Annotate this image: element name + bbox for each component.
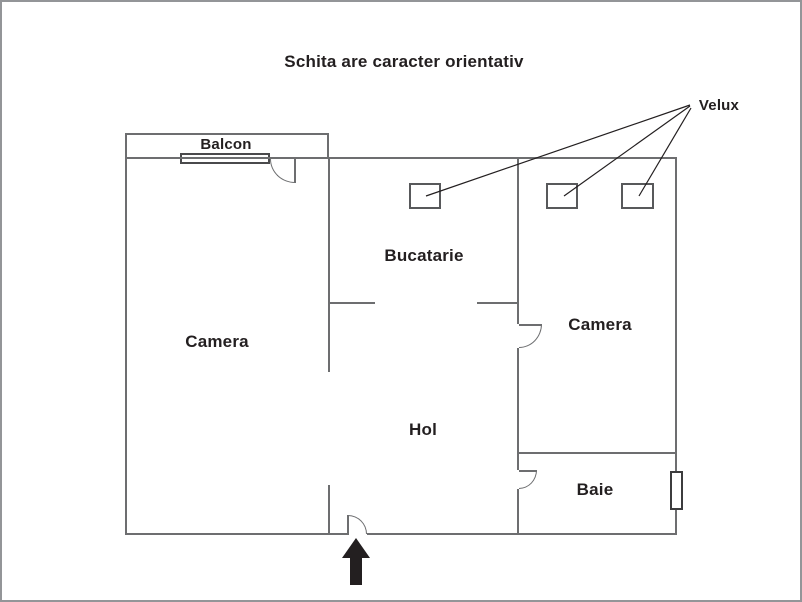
room-label-hall: Hol: [409, 420, 437, 439]
wall-bottom-left-segment: [125, 533, 347, 535]
camera-right-door-leaf: [519, 324, 542, 326]
wall-top-right-segment: [295, 157, 677, 159]
entrance-arrow-icon: [342, 538, 370, 585]
wall-bathroom-top: [517, 452, 677, 454]
entrance-door-leaf: [347, 515, 349, 535]
wall-right: [675, 157, 677, 535]
skylight-square-3: [621, 183, 654, 209]
skylight-square-2: [546, 183, 578, 209]
balcony-door-leaf: [294, 159, 296, 183]
bathroom-window: [670, 471, 683, 510]
camera-right-door-arc: [519, 324, 542, 348]
wall-camera-left-upper: [328, 157, 330, 372]
entrance-door-arc: [348, 515, 367, 534]
wall-top-left-segment: [125, 157, 270, 159]
room-label-camera-left: Camera: [185, 332, 249, 351]
wall-camera-right-upper: [517, 157, 519, 324]
room-label-balcony: Balcon: [200, 136, 252, 153]
wall-left: [125, 157, 127, 535]
room-label-kitchen: Bucatarie: [384, 246, 464, 265]
wall-bottom-right-segment: [367, 533, 677, 535]
plan-title: Schita are caracter orientativ: [284, 52, 524, 71]
skylight-square-1: [409, 183, 441, 209]
wall-kitchen-hall-right: [477, 302, 519, 304]
bathroom-door-arc: [519, 470, 537, 489]
velux-label: Velux: [698, 97, 740, 114]
wall-kitchen-hall-left: [328, 302, 375, 304]
wall-bathroom-left: [517, 489, 519, 535]
room-label-camera-right: Camera: [568, 315, 632, 334]
room-label-bathroom: Baie: [576, 480, 614, 499]
wall-camera-right-middle: [517, 348, 519, 470]
bathroom-door-leaf: [519, 470, 537, 472]
balcony-door-arc: [270, 159, 295, 183]
wall-camera-left-lower: [328, 485, 330, 535]
